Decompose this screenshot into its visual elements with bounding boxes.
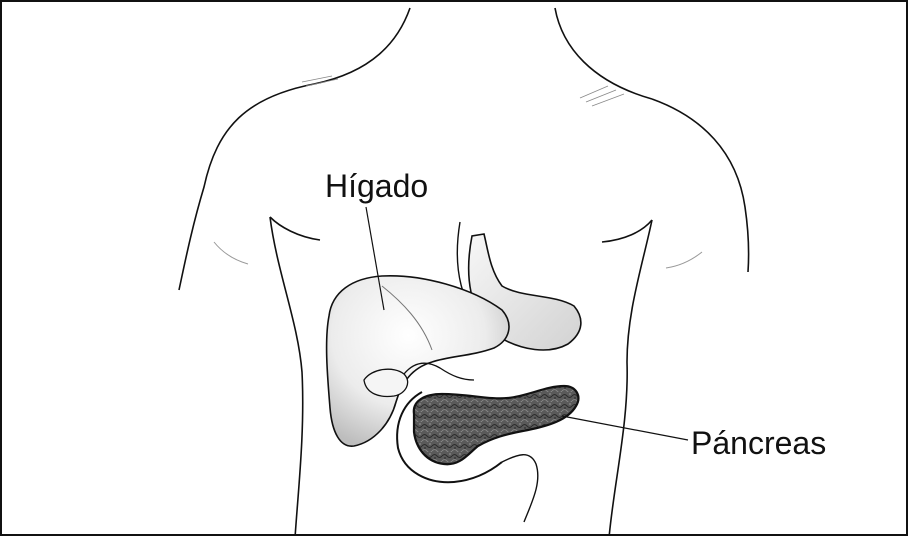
gallbladder-shape [364, 369, 408, 396]
pancreas-label: Páncreas [691, 427, 826, 459]
liver-label: Hígado [325, 170, 428, 202]
pancreas-shape [414, 386, 579, 464]
neck-outline [314, 8, 652, 99]
small-intestine-line [502, 455, 538, 522]
shoulder-shading [302, 76, 624, 106]
